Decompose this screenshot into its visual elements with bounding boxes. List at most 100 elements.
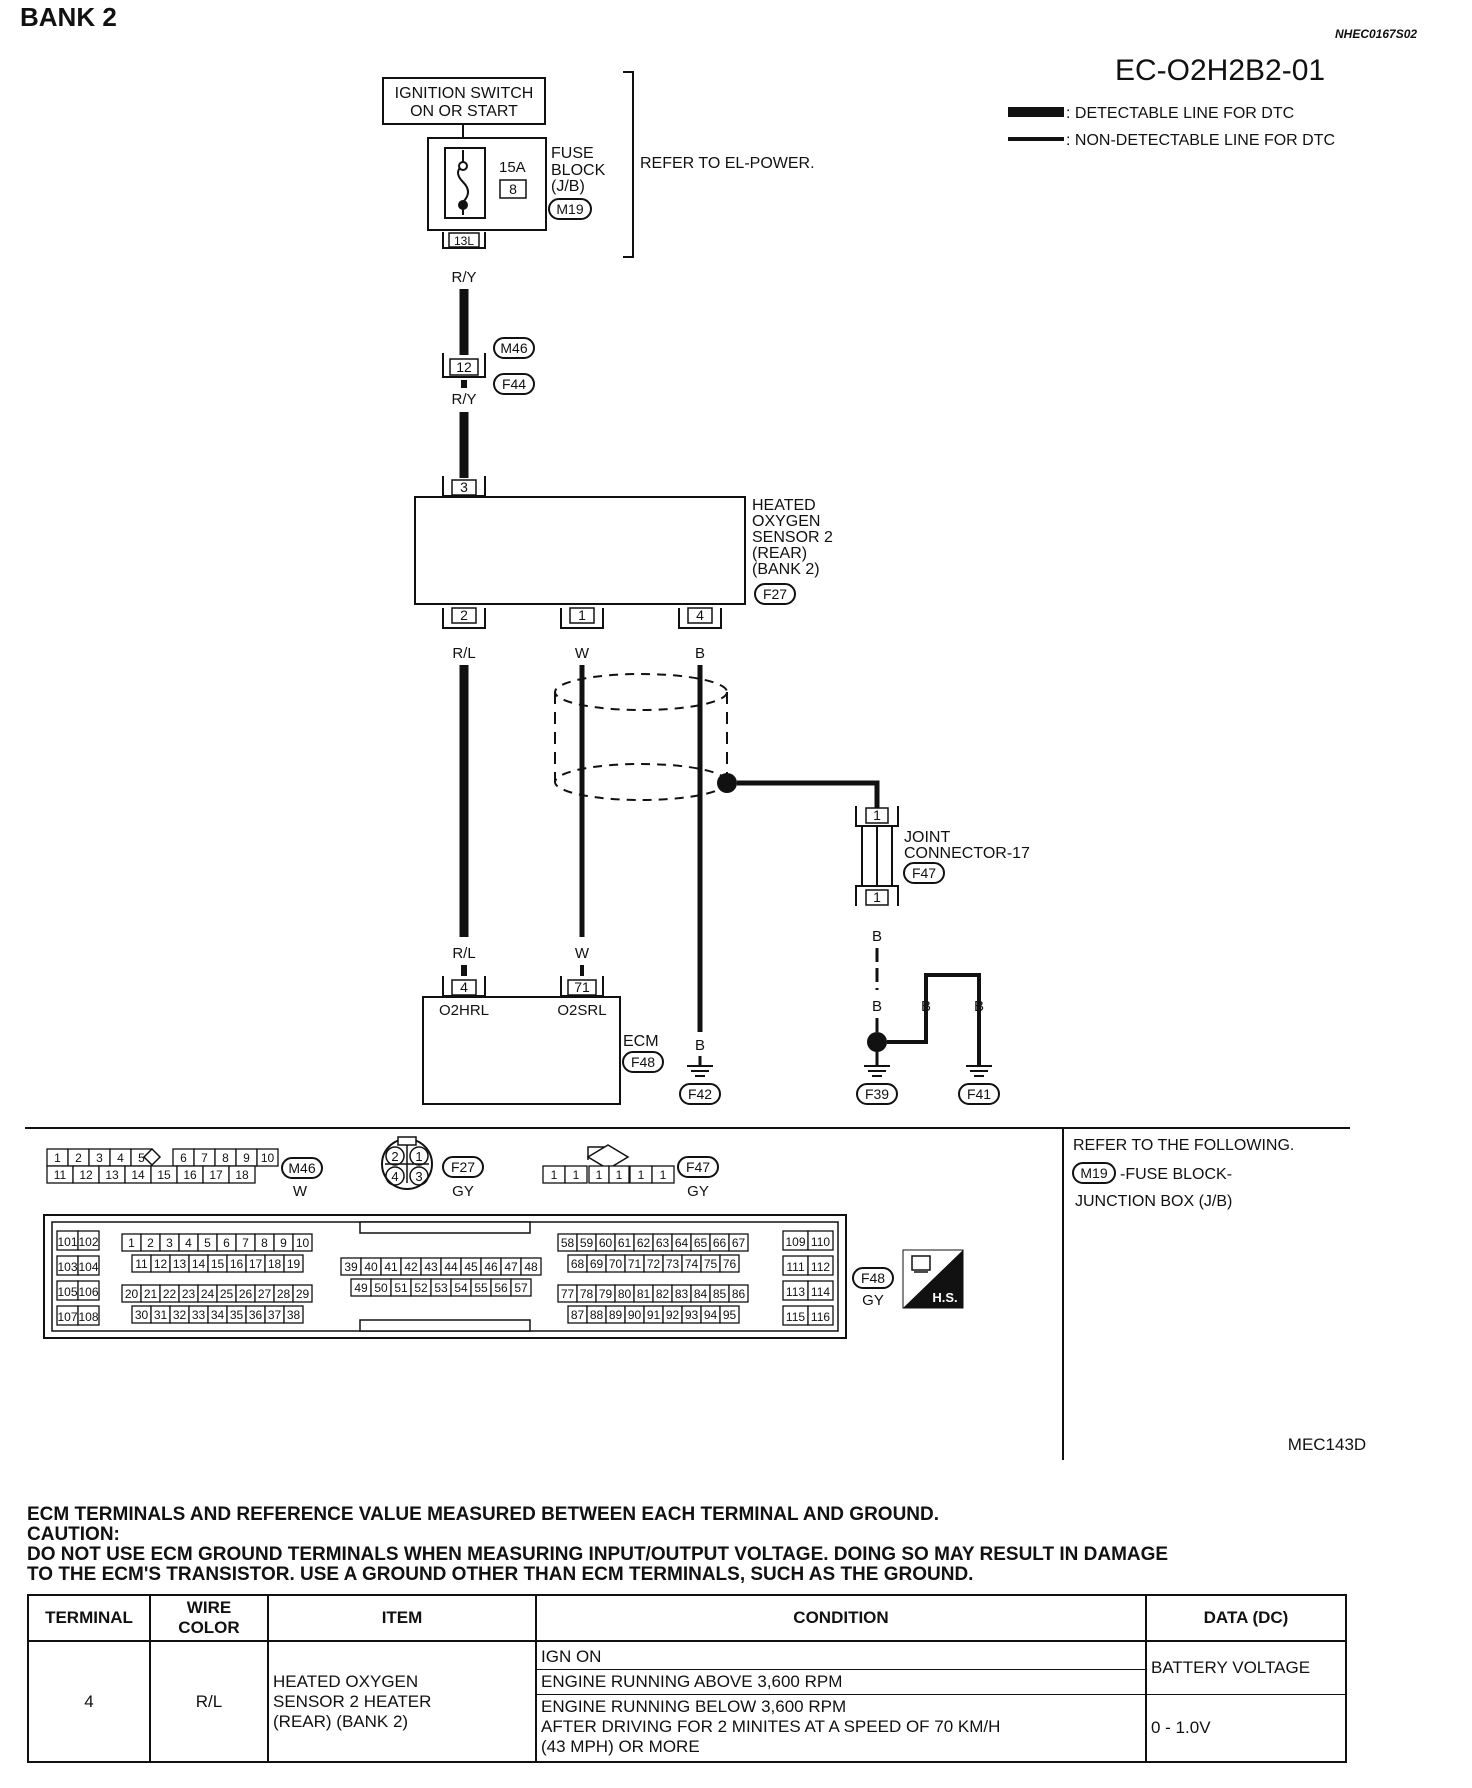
ecm-pin-94: 94: [704, 1308, 718, 1322]
ecm-pin-9: 9: [280, 1236, 287, 1250]
fuse-housing: [444, 147, 486, 219]
ecm-left-pin-104: 104: [78, 1260, 98, 1274]
fuse-number: 8: [509, 181, 517, 197]
header-condition: CONDITION: [535, 1594, 1147, 1642]
wire-label-ry-1: R/Y: [451, 269, 476, 286]
ecm-pin-1: 1: [128, 1236, 135, 1250]
m46-pin-15: 15: [157, 1168, 171, 1182]
ecm-box: [422, 996, 621, 1105]
ecm-pin-57: 57: [514, 1281, 528, 1295]
shield-ground-splice: [717, 773, 737, 793]
ground-f39: F39: [865, 1086, 889, 1102]
condition-below-line-1: ENGINE RUNNING BELOW 3,600 RPM: [541, 1696, 847, 1716]
ecm-pin-17: 17: [249, 1257, 263, 1271]
f47-b-pin-1: 1: [596, 1168, 603, 1182]
ecm-pin-34: 34: [211, 1308, 225, 1322]
table-row: 4 R/L HEATED OXYGEN SENSOR 2 HEATER (REA…: [27, 1640, 1347, 1763]
ecm-pin-29: 29: [296, 1287, 310, 1301]
ecm-pin-18: 18: [268, 1257, 282, 1271]
figure-code: MEC143D: [1288, 1435, 1366, 1454]
ecm-pin-82: 82: [656, 1287, 670, 1301]
header-wire-color: WIRE COLOR: [149, 1594, 269, 1642]
connector-f27-face: 2 1 4 3: [381, 1136, 433, 1190]
ecm-pin-67: 67: [732, 1236, 746, 1250]
heated-oxygen-sensor-box: [414, 496, 746, 605]
ecm-terminals-heading: ECM TERMINALS AND REFERENCE VALUE MEASUR…: [27, 1504, 940, 1525]
table-header-row: TERMINAL WIRE COLOR ITEM CONDITION DATA …: [27, 1594, 1347, 1642]
ecm-left-pin-106: 106: [78, 1285, 98, 1299]
hs-label: H.S.: [932, 1290, 957, 1305]
ecm-left-pin-103: 103: [57, 1260, 77, 1274]
f27-pin-3: 3: [415, 1169, 422, 1184]
ecm-pin-10: 10: [296, 1236, 310, 1250]
ecm-pin-77: 77: [561, 1287, 575, 1301]
ecm-pin-7: 7: [242, 1236, 249, 1250]
ecm-right-pin-110: 110: [811, 1235, 830, 1249]
ecm-terminal-4: 4: [460, 979, 468, 995]
ecm-pin-o2hrl: O2HRL: [439, 1002, 489, 1019]
ecm-pin-89: 89: [609, 1308, 623, 1322]
caution-text-2: TO THE ECM'S TRANSISTOR. USE A GROUND OT…: [27, 1564, 974, 1585]
f27-color: GY: [452, 1183, 474, 1200]
m46-pin-16: 16: [183, 1168, 197, 1182]
caution-block: ECM TERMINALS AND REFERENCE VALUE MEASUR…: [27, 1505, 1357, 1585]
ecm-pin-27: 27: [258, 1287, 272, 1301]
m46-pin-14: 14: [131, 1168, 145, 1182]
m46-pin-1: 1: [54, 1151, 61, 1165]
refer-fuse-block: -FUSE BLOCK-: [1120, 1166, 1232, 1183]
ecm-pin-37: 37: [268, 1308, 282, 1322]
condition-ign-on: IGN ON: [537, 1645, 1145, 1670]
m46-pin-8: 8: [222, 1151, 229, 1165]
ecm-pin-63: 63: [656, 1236, 670, 1250]
ecm-pin-93: 93: [685, 1308, 699, 1322]
ecm-pin-65: 65: [694, 1236, 708, 1250]
item-line-1: HEATED OXYGEN: [273, 1671, 419, 1691]
m46-pin-12: 12: [79, 1168, 93, 1182]
ecm-pin-48: 48: [524, 1260, 538, 1274]
sensor-label-2: OXYGEN: [752, 513, 820, 530]
wire-label-rl-1: R/L: [452, 645, 475, 662]
header-data: DATA (DC): [1145, 1594, 1347, 1642]
ecm-pin-47: 47: [504, 1260, 518, 1274]
ecm-pin-22: 22: [163, 1287, 177, 1301]
ecm-pin-69: 69: [590, 1257, 604, 1271]
ecm-pin-58: 58: [561, 1236, 575, 1250]
f47-label: F47: [686, 1159, 710, 1175]
ecm-pin-16: 16: [230, 1257, 244, 1271]
caution-text-1: DO NOT USE ECM GROUND TERMINALS WHEN MEA…: [27, 1544, 1169, 1565]
legend-non-detectable: : NON-DETECTABLE LINE FOR DTC: [1066, 132, 1335, 149]
ecm-pin-12: 12: [154, 1257, 168, 1271]
fuse-block-label-2: BLOCK: [551, 162, 606, 179]
m46-pin-18: 18: [235, 1168, 249, 1182]
ecm-pin-72: 72: [647, 1257, 661, 1271]
ecm-pin-4: 4: [185, 1236, 192, 1250]
ecm-pin-78: 78: [580, 1287, 594, 1301]
ecm-pin-44: 44: [444, 1260, 458, 1274]
ecm-pin-80: 80: [618, 1287, 632, 1301]
ecm-pin-41: 41: [384, 1260, 398, 1274]
fuse-block-label-1: FUSE: [551, 145, 594, 162]
terminal-3: 3: [460, 479, 468, 495]
m46-pin-10: 10: [261, 1151, 275, 1165]
sensor-conn-f27: F27: [763, 586, 787, 602]
ecm-pin-50: 50: [374, 1281, 388, 1295]
ecm-pin-92: 92: [666, 1308, 680, 1322]
ecm-pin-11: 11: [135, 1257, 148, 1271]
ecm-pin-45: 45: [464, 1260, 478, 1274]
joint-label-1: JOINT: [904, 829, 950, 846]
joint-label-2: CONNECTOR-17: [904, 845, 1030, 862]
ecm-pin-75: 75: [704, 1257, 718, 1271]
ecm-pin-36: 36: [249, 1308, 263, 1322]
ecm-pin-55: 55: [474, 1281, 488, 1295]
legend-thin-line: [1008, 137, 1064, 141]
ecm-pin-43: 43: [424, 1260, 438, 1274]
f47-c-pin-1: 1: [638, 1168, 645, 1182]
ecm-left-pin-102: 102: [78, 1235, 98, 1249]
header-item: ITEM: [267, 1594, 537, 1642]
condition-below-3600: ENGINE RUNNING BELOW 3,600 RPM AFTER DRI…: [537, 1695, 1145, 1759]
ecm-pin-42: 42: [404, 1260, 418, 1274]
ecm-pin-23: 23: [182, 1287, 196, 1301]
sensor-label-3: SENSOR 2: [752, 529, 833, 546]
ecm-pin-87: 87: [571, 1308, 585, 1322]
